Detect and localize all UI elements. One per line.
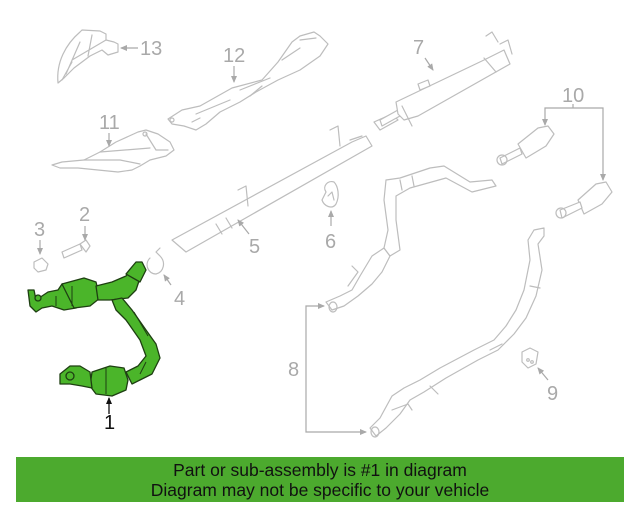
svg-text:13: 13 xyxy=(140,38,162,60)
callout-9: 9 xyxy=(537,367,558,405)
svg-text:2: 2 xyxy=(79,204,90,226)
svg-text:6: 6 xyxy=(325,231,336,253)
callout-6: 6 xyxy=(325,210,336,253)
part-9-insulator[interactable] xyxy=(521,347,539,369)
callout-3: 3 xyxy=(34,219,45,255)
part-11-heat-shield[interactable] xyxy=(51,129,175,173)
part-7-muffler[interactable] xyxy=(373,31,513,131)
part-10-oxygen-sensor-upper[interactable] xyxy=(496,125,555,166)
part-4-clamp[interactable] xyxy=(146,247,165,275)
part-3-nut[interactable] xyxy=(33,257,49,273)
svg-text:8: 8 xyxy=(288,359,299,381)
svg-text:7: 7 xyxy=(413,37,424,59)
part-1-catalytic-converter-assembly[interactable] xyxy=(27,261,161,397)
part-12-heat-shield[interactable] xyxy=(167,31,329,131)
callout-8: 8 xyxy=(288,303,367,435)
svg-text:10: 10 xyxy=(562,85,584,107)
part-8-converter-pipe-upper[interactable] xyxy=(325,165,497,313)
callout-5: 5 xyxy=(237,219,260,258)
part-info-banner: Part or sub-assembly is #1 in diagram Di… xyxy=(16,457,624,502)
part-8-converter-pipe-lower[interactable] xyxy=(369,227,545,438)
part-13-heat-shield[interactable] xyxy=(57,29,119,84)
svg-text:1: 1 xyxy=(104,412,115,434)
callout-11: 11 xyxy=(99,112,120,147)
part-5-intermediate-pipe[interactable] xyxy=(171,125,373,253)
callout-2: 2 xyxy=(79,204,90,241)
svg-text:3: 3 xyxy=(34,219,45,241)
part-10-oxygen-sensor-lower[interactable] xyxy=(555,181,613,219)
part-6-hanger[interactable] xyxy=(321,181,339,208)
part-2-bolt[interactable] xyxy=(61,239,91,259)
callout-12: 12 xyxy=(223,45,245,83)
svg-text:5: 5 xyxy=(249,236,260,258)
svg-text:9: 9 xyxy=(547,383,558,405)
svg-text:11: 11 xyxy=(99,112,120,134)
svg-text:4: 4 xyxy=(174,288,185,310)
banner-line-disclaimer: Diagram may not be specific to your vehi… xyxy=(150,480,490,500)
callout-7: 7 xyxy=(413,37,434,71)
callout-10: 10 xyxy=(542,85,606,181)
callout-1: 1 xyxy=(104,397,115,434)
svg-text:12: 12 xyxy=(223,45,245,67)
callout-4: 4 xyxy=(163,274,185,310)
callout-13: 13 xyxy=(120,38,162,60)
banner-line-part-number: Part or sub-assembly is #1 in diagram xyxy=(173,460,467,480)
